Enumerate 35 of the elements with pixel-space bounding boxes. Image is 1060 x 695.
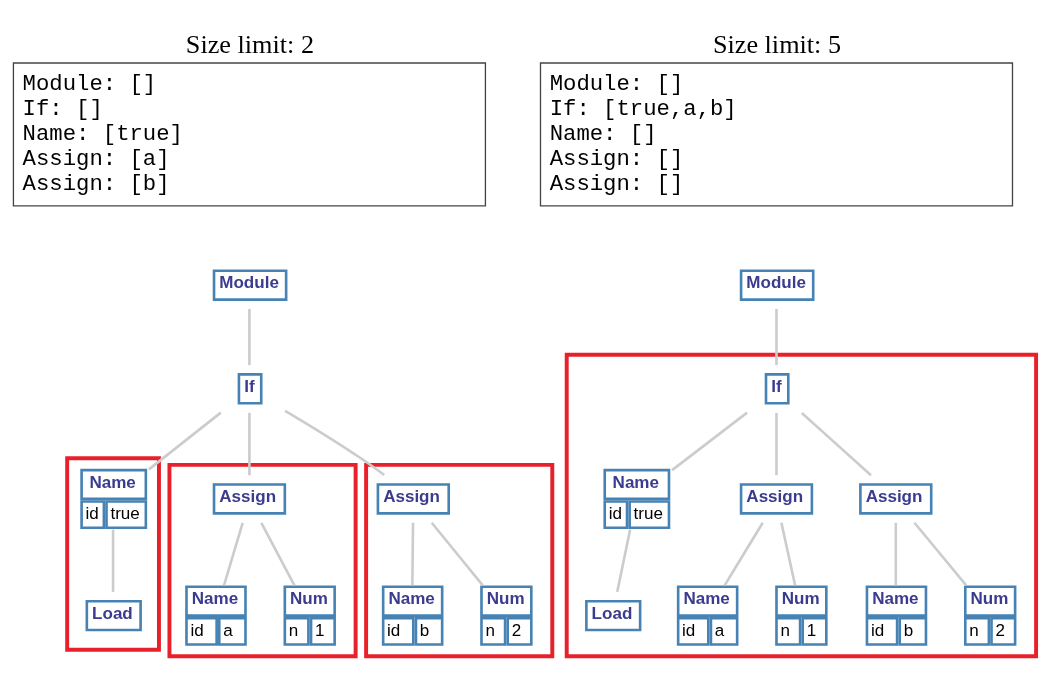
node-box: Module: [] If: [] Name: [true] Assign: [a] Assign: [b] bbox=[12, 62, 487, 207]
cluster bbox=[65, 456, 161, 652]
connector bbox=[800, 411, 872, 477]
node-box: If bbox=[237, 373, 263, 405]
node-box: Load bbox=[85, 599, 142, 632]
connector bbox=[913, 521, 968, 587]
connector bbox=[775, 412, 778, 476]
connector bbox=[615, 529, 632, 593]
node-label: Size limit: 5 bbox=[712, 29, 842, 59]
connector bbox=[671, 411, 748, 472]
connector bbox=[430, 521, 484, 587]
connector bbox=[260, 522, 296, 586]
connector bbox=[780, 522, 797, 586]
node-box: Assign bbox=[739, 483, 814, 515]
cluster bbox=[364, 462, 555, 659]
connector bbox=[111, 529, 115, 592]
connector bbox=[723, 522, 764, 586]
cluster bbox=[564, 352, 1039, 659]
connector bbox=[248, 308, 251, 366]
connector bbox=[411, 522, 415, 586]
connector bbox=[148, 411, 222, 471]
node-box: Load bbox=[585, 599, 642, 632]
node-box: Assign bbox=[212, 483, 287, 515]
cluster bbox=[167, 462, 358, 659]
node-box: Module: [] If: [true,a,b] Name: [] Assign: [] Assign: [] bbox=[539, 62, 1014, 207]
connector bbox=[775, 308, 778, 366]
node-box: Module bbox=[739, 269, 815, 301]
connector bbox=[222, 522, 244, 586]
connector bbox=[248, 412, 251, 476]
node-label: Size limit: 2 bbox=[185, 29, 315, 59]
node-box: If bbox=[764, 373, 790, 405]
node-box: Assign bbox=[376, 483, 450, 515]
connector bbox=[894, 522, 898, 586]
node-box: Module bbox=[212, 269, 288, 301]
node-box: Assign bbox=[859, 483, 933, 515]
